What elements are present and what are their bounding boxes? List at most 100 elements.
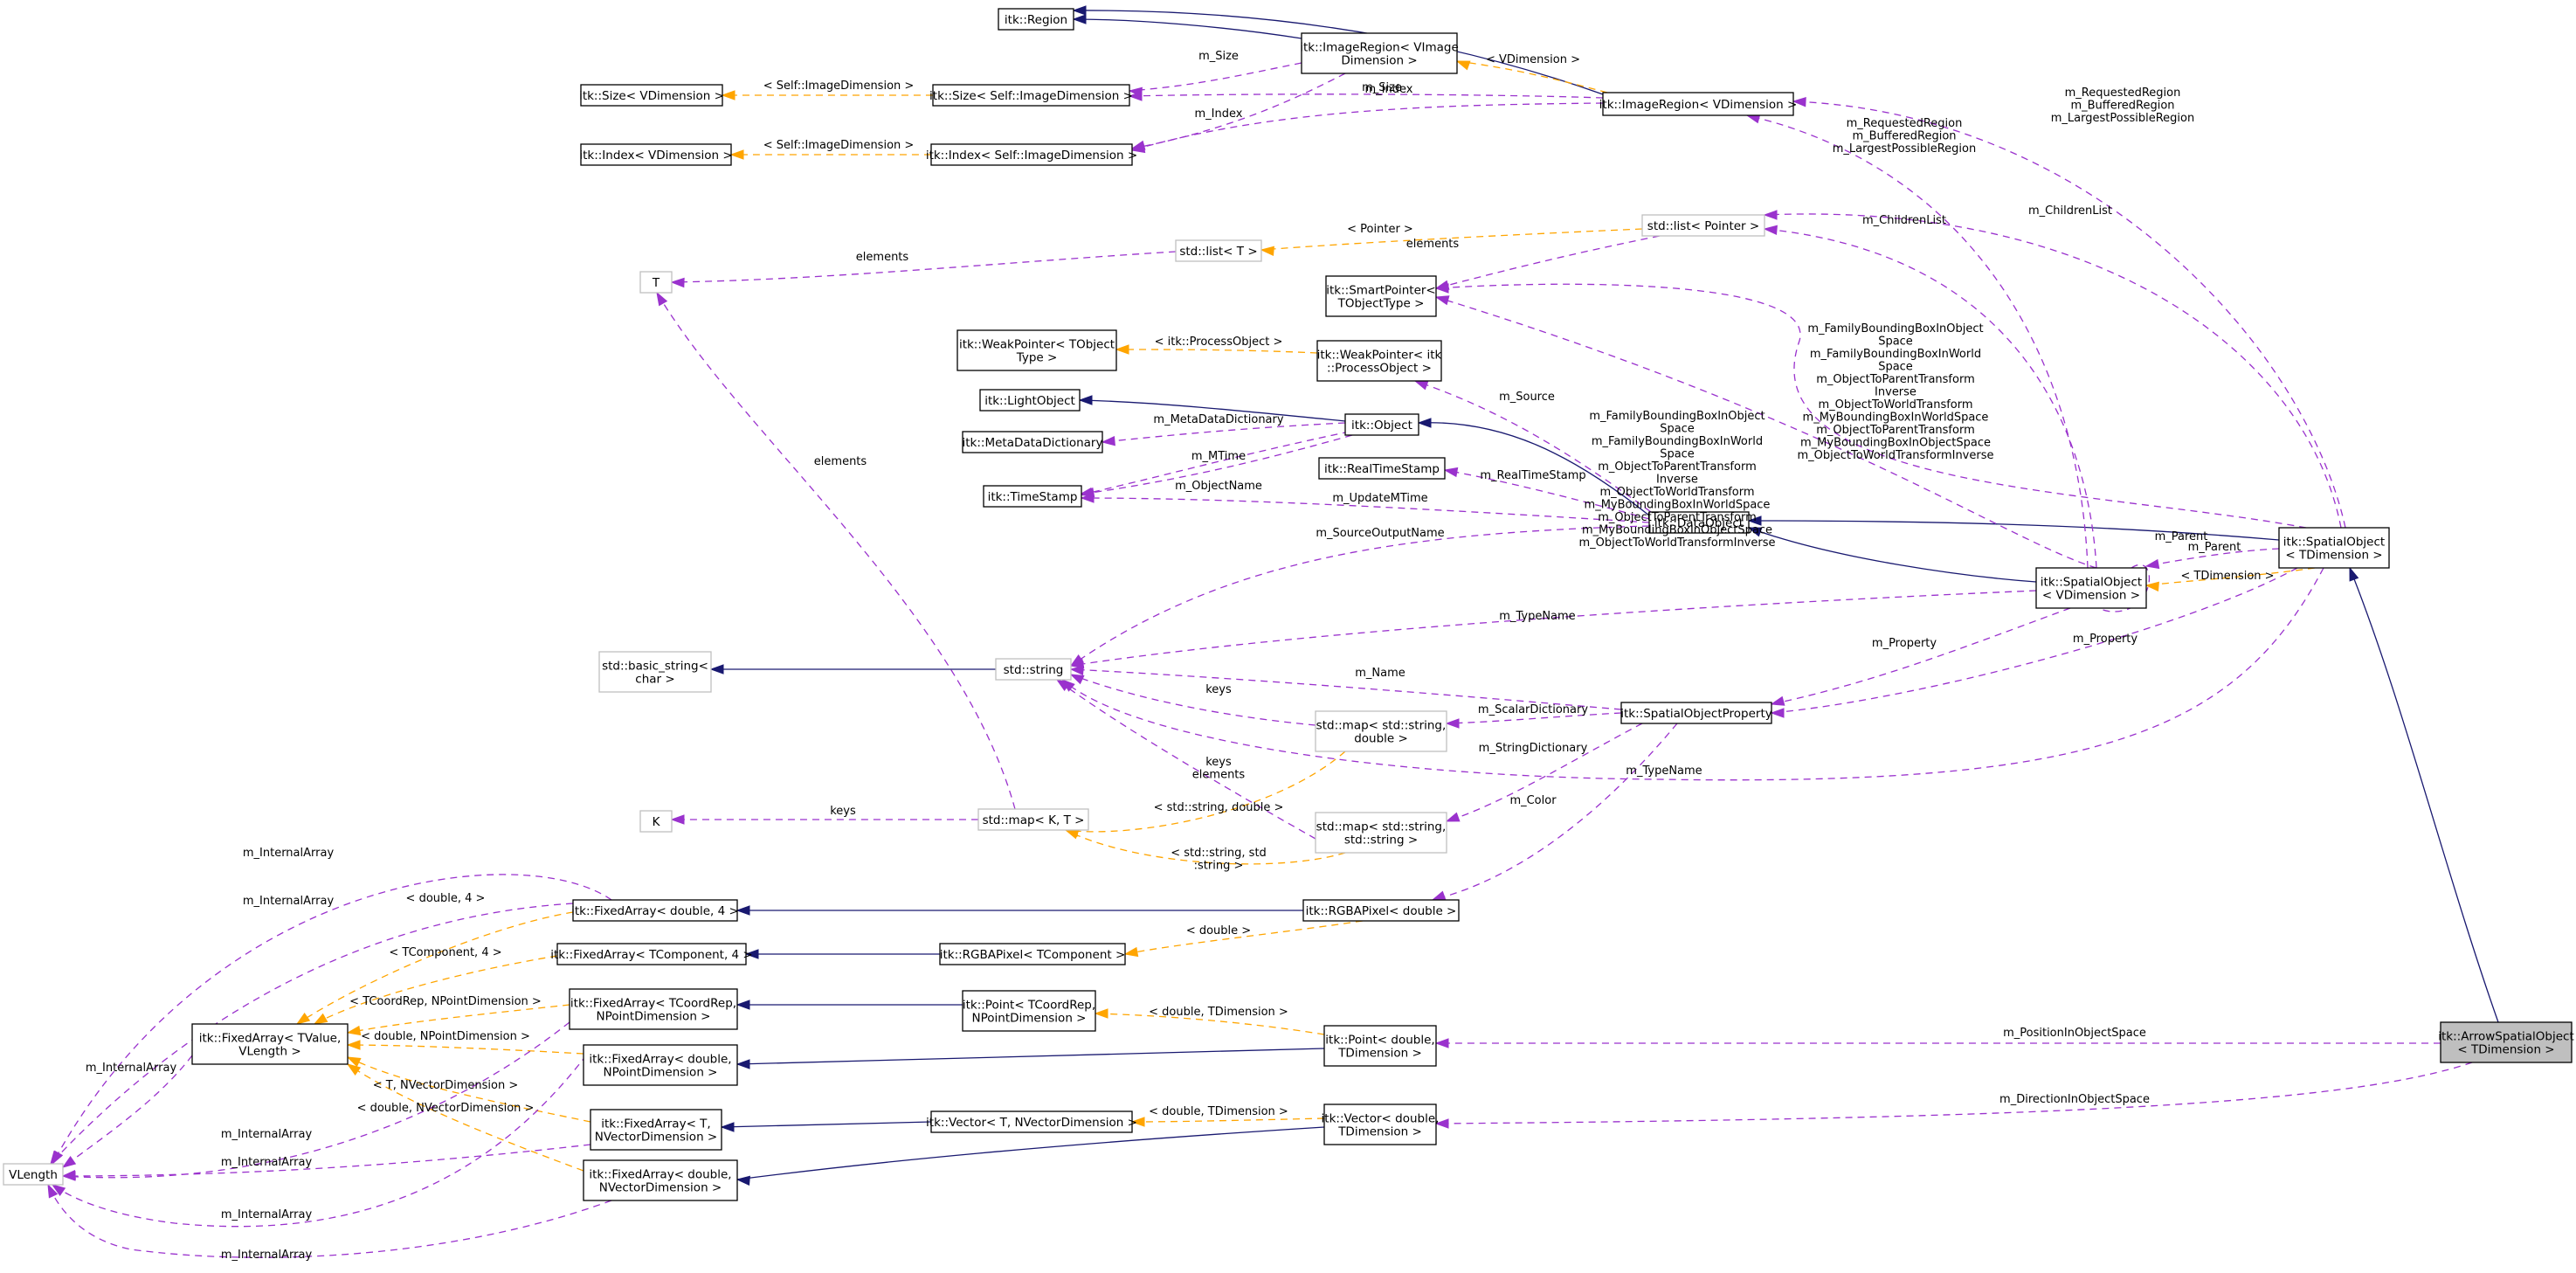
edge-label-group: m_LargestPossibleRegion: [2051, 112, 2194, 125]
edge-label-group: m_InternalArray: [243, 847, 335, 860]
class-node[interactable]: itk::ImageRegion< VDimension >: [1599, 92, 1798, 116]
class-node[interactable]: itk::Size< VDimension >: [579, 84, 724, 107]
usage-arrowhead: [1413, 380, 1429, 391]
usage-edge: [1069, 674, 1316, 726]
class-node-box: [1323, 1103, 1437, 1145]
template-edge-line: [1095, 1013, 1325, 1035]
class-node[interactable]: itk::Vector< double,TDimension >: [1322, 1103, 1440, 1145]
template-edge: [346, 1004, 570, 1036]
class-node[interactable]: itk::Vector< T, NVectorDimension >: [926, 1110, 1137, 1133]
edge-label-group: m_StringDictionary: [1479, 742, 1588, 755]
usage-edge-line: [1764, 228, 2097, 569]
usage-edge-line: [1079, 434, 1353, 495]
usage-arrowhead: [1069, 674, 1085, 685]
usage-edge-line: [1070, 674, 1316, 726]
class-node: std::map< std::string,std::string >: [1315, 812, 1447, 854]
inheritance-arrowhead: [744, 949, 759, 959]
inheritance-arrowhead: [709, 664, 724, 675]
edge-label: m_ObjectToWorldTransformInverse: [1579, 536, 1776, 550]
template-edge: [346, 1063, 584, 1172]
class-node-box: [191, 1023, 349, 1065]
class-node[interactable]: itk::Index< VDimension >: [579, 143, 733, 166]
usage-edge-line: [50, 903, 574, 1165]
class-node[interactable]: itk::Object: [1344, 413, 1419, 436]
usage-edge: [50, 903, 574, 1166]
edge-label: m_ObjectToWorldTransformInverse: [1798, 449, 1994, 462]
class-node[interactable]: itk::RGBAPixel< TComponent >: [939, 943, 1126, 965]
class-node[interactable]: itk::Size< Self::ImageDimension >: [929, 84, 1133, 107]
edge-label: m_TypeName: [1626, 764, 1702, 778]
class-node-label: itk::Vector< double,: [1322, 1112, 1440, 1126]
edge-label-group: < double, 4 >: [406, 892, 486, 905]
class-node-label: itk::Index< Self::ImageDimension >: [926, 149, 1137, 163]
usage-edge: [670, 251, 1177, 288]
edge-label-group: m_ObjectToWorldTransformInverse: [1579, 536, 1776, 550]
class-node[interactable]: itk::Region: [998, 8, 1074, 31]
class-node-box: [932, 84, 1130, 107]
class-node[interactable]: itk::MetaDataDictionary: [962, 431, 1103, 453]
class-node[interactable]: itk::SpatialObject< TDimension >: [2278, 527, 2390, 569]
class-node[interactable]: itk::DataObject: [1648, 511, 1750, 534]
class-node[interactable]: itk::WeakPointer< itk::ProcessObject >: [1316, 340, 1442, 382]
template-edge: [1455, 60, 1608, 93]
class-node[interactable]: itk::Index< Self::ImageDimension >: [926, 143, 1137, 166]
usage-edge-line: [62, 1021, 570, 1179]
edge-label: m_FamilyBoundingBoxInObject: [1589, 410, 1765, 423]
template-arrowhead: [1094, 1008, 1108, 1019]
class-node[interactable]: itk::SpatialObjectProperty: [1620, 702, 1772, 724]
edge-label: m_DirectionInObjectSpace: [1999, 1093, 2150, 1106]
class-node[interactable]: itk::FixedArray< double,NPointDimension …: [583, 1044, 738, 1086]
inheritance-edge: [1747, 515, 2280, 541]
class-node-box: [1620, 702, 1772, 724]
inheritance-edge: [2349, 566, 2499, 1023]
usage-edge-line: [1070, 590, 2037, 667]
edge-label: keys: [1205, 683, 1232, 696]
class-node[interactable]: itk::FixedArray< double,NVectorDimension…: [583, 1159, 738, 1201]
template-edge: [721, 90, 933, 100]
usage-edge-line: [1061, 567, 2324, 781]
edge-label: elements: [856, 251, 909, 264]
class-node[interactable]: itk::FixedArray< T,NVectorDimension >: [590, 1109, 722, 1151]
template-arrowhead: [346, 1040, 361, 1050]
usage-edge-line: [656, 292, 1016, 810]
class-node-box: [2440, 1021, 2573, 1063]
usage-edge: [1443, 467, 1650, 520]
edge-label: m_ObjectName: [1175, 480, 1262, 493]
class-node[interactable]: itk::LightObject: [979, 389, 1081, 412]
class-node[interactable]: itk::RealTimeStamp: [1318, 457, 1446, 480]
template-edge-line: [1115, 349, 1318, 354]
class-node[interactable]: itk::WeakPointer< TObjectType >: [957, 329, 1117, 371]
class-node[interactable]: itk::Point< TCoordRep,NPointDimension >: [962, 990, 1096, 1032]
edge-label: m_BufferedRegion: [1852, 130, 1956, 143]
usage-edge: [1069, 590, 2037, 669]
edge-label: m_InternalArray: [221, 1208, 313, 1221]
edge-label: m_MetaDataDictionary: [1153, 413, 1283, 426]
usage-edge: [1770, 607, 2071, 706]
class-node[interactable]: itk::FixedArray< TComponent, 4 >: [550, 943, 753, 965]
edge-label-group: m_Size: [1198, 50, 1239, 63]
class-node[interactable]: itk::FixedArray< TValue,VLength >: [191, 1023, 349, 1065]
edge-label: m_PositionInObjectSpace: [2003, 1027, 2146, 1040]
class-node-box: [1315, 710, 1447, 752]
class-node[interactable]: itk::TimeStamp: [983, 485, 1082, 508]
usage-edge: [1792, 97, 2346, 529]
edge-label-group: m_ObjectToParentTransform: [1598, 460, 1756, 474]
class-node[interactable]: itk::Point< double,TDimension >: [1323, 1025, 1437, 1067]
class-node[interactable]: itk::FixedArray< TCoordRep,NPointDimensi…: [569, 988, 738, 1030]
class-node[interactable]: itk::FixedArray< double, 4 >: [571, 899, 739, 922]
class-node-box: [1315, 812, 1447, 854]
class-node-label: std::string: [1004, 663, 1064, 677]
class-node[interactable]: itk::SmartPointer<TObjectType >: [1325, 275, 1437, 317]
class-node[interactable]: itk::SpatialObject< VDimension >: [2035, 567, 2147, 609]
template-edge: [346, 1056, 591, 1123]
class-node-label: itk::RGBAPixel< TComponent >: [940, 948, 1126, 962]
edge-label: m_MyBoundingBoxInWorldSpace: [1803, 412, 1989, 425]
class-node-label: itk::WeakPointer< TObject: [959, 338, 1115, 352]
edge-label-group: m_Parent: [2155, 530, 2208, 543]
class-node[interactable]: itk::RGBAPixel< double >: [1302, 899, 1460, 922]
class-node-label: std::string >: [1344, 834, 1418, 848]
usage-edge: [1434, 1062, 2473, 1129]
class-node-box: [580, 143, 732, 166]
